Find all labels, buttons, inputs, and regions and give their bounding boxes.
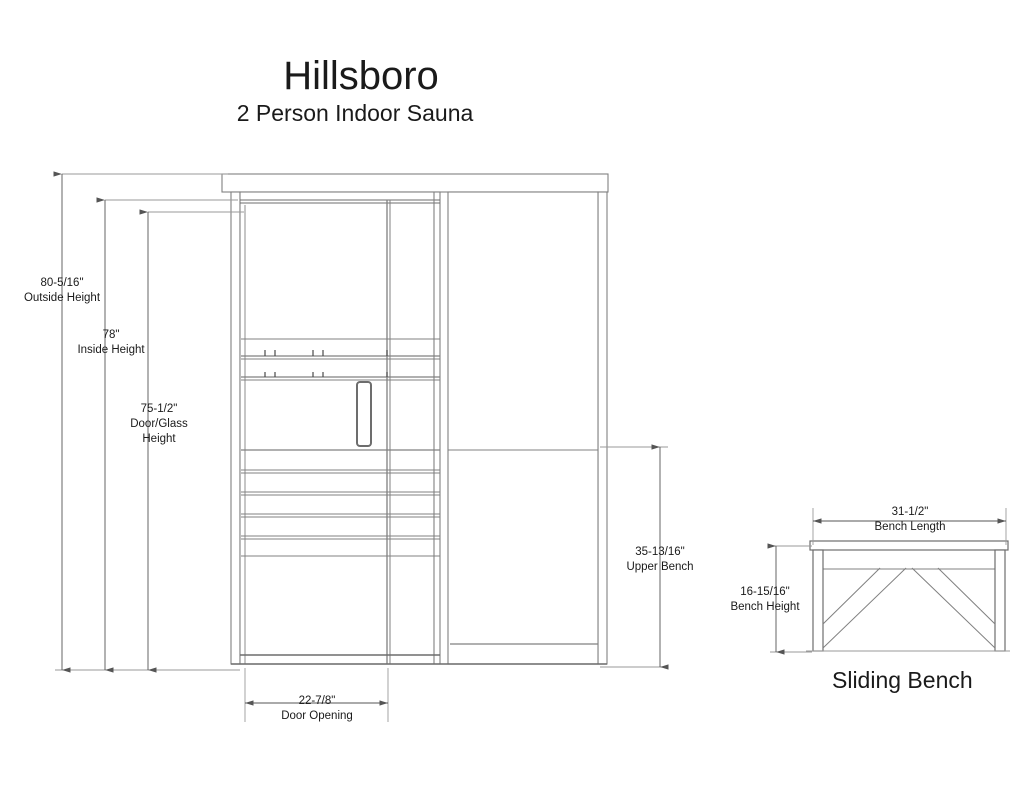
right-side-panel xyxy=(447,191,599,665)
cabinet-right-wall xyxy=(597,191,608,665)
dim-label-bench-length: 31-1/2" Bench Length xyxy=(854,505,966,535)
dim-text-door-opening: Door Opening xyxy=(281,710,353,723)
dim-text-door-glass-height: Door/Glass xyxy=(130,418,188,431)
cabinet-top-cap xyxy=(221,173,609,193)
dim-text-door-glass-height-2: Height xyxy=(142,433,176,446)
dim-value-bench-height: 16-15/16" xyxy=(740,586,790,598)
glass-door-assembly xyxy=(239,191,441,665)
dim-text-upper-bench: Upper Bench xyxy=(626,561,694,574)
dim-text-inside-height: Inside Height xyxy=(77,344,145,357)
dim-label-upper-bench: 35-13/16" Upper Bench xyxy=(612,545,708,575)
bench-left-leg xyxy=(812,549,824,652)
dim-value-inside-height: 78" xyxy=(102,329,120,341)
dim-value-outside-height: 80-5/16" xyxy=(40,277,84,289)
sliding-bench-detail xyxy=(806,540,1010,652)
dim-text-bench-length: Bench Length xyxy=(874,521,946,534)
page-title: Hillsboro xyxy=(283,54,439,98)
door-handle-icon xyxy=(356,381,372,447)
bench-right-leg xyxy=(994,549,1006,652)
left-dimension-lines xyxy=(53,171,244,673)
page-subtitle: 2 Person Indoor Sauna xyxy=(236,100,474,126)
dim-label-door-opening: 22-7/8" Door Opening xyxy=(255,694,379,724)
upper-bench-dimension xyxy=(600,444,669,670)
door-opening-dimension xyxy=(244,668,389,722)
cabinet-left-wall xyxy=(230,191,241,665)
dim-text-bench-height: Bench Height xyxy=(730,601,800,614)
interior-bench-slats xyxy=(241,338,440,557)
bench-top-slab xyxy=(809,540,1009,551)
dim-text-outside-height: Outside Height xyxy=(23,292,101,305)
bench-length-dimension xyxy=(812,508,1007,545)
bench-height-dimension xyxy=(767,543,812,655)
dim-value-upper-bench: 35-13/16" xyxy=(635,546,685,558)
dim-label-door-glass-height: 75-1/2" Door/Glass Height xyxy=(105,402,213,448)
dim-label-inside-height: 78" Inside Height xyxy=(55,328,167,358)
cabinet-base xyxy=(231,654,607,665)
sliding-bench-caption: Sliding Bench xyxy=(832,667,973,693)
dim-label-outside-height: 80-5/16" Outside Height xyxy=(0,276,124,306)
dim-value-door-opening: 22-7/8" xyxy=(298,695,336,707)
dim-value-door-glass-height: 75-1/2" xyxy=(140,403,178,415)
sauna-cabinet-elevation xyxy=(221,173,609,665)
dim-value-bench-length: 31-1/2" xyxy=(891,506,929,518)
dim-label-bench-height: 16-15/16" Bench Height xyxy=(716,585,814,615)
bench-diagonal-braces xyxy=(822,567,996,649)
